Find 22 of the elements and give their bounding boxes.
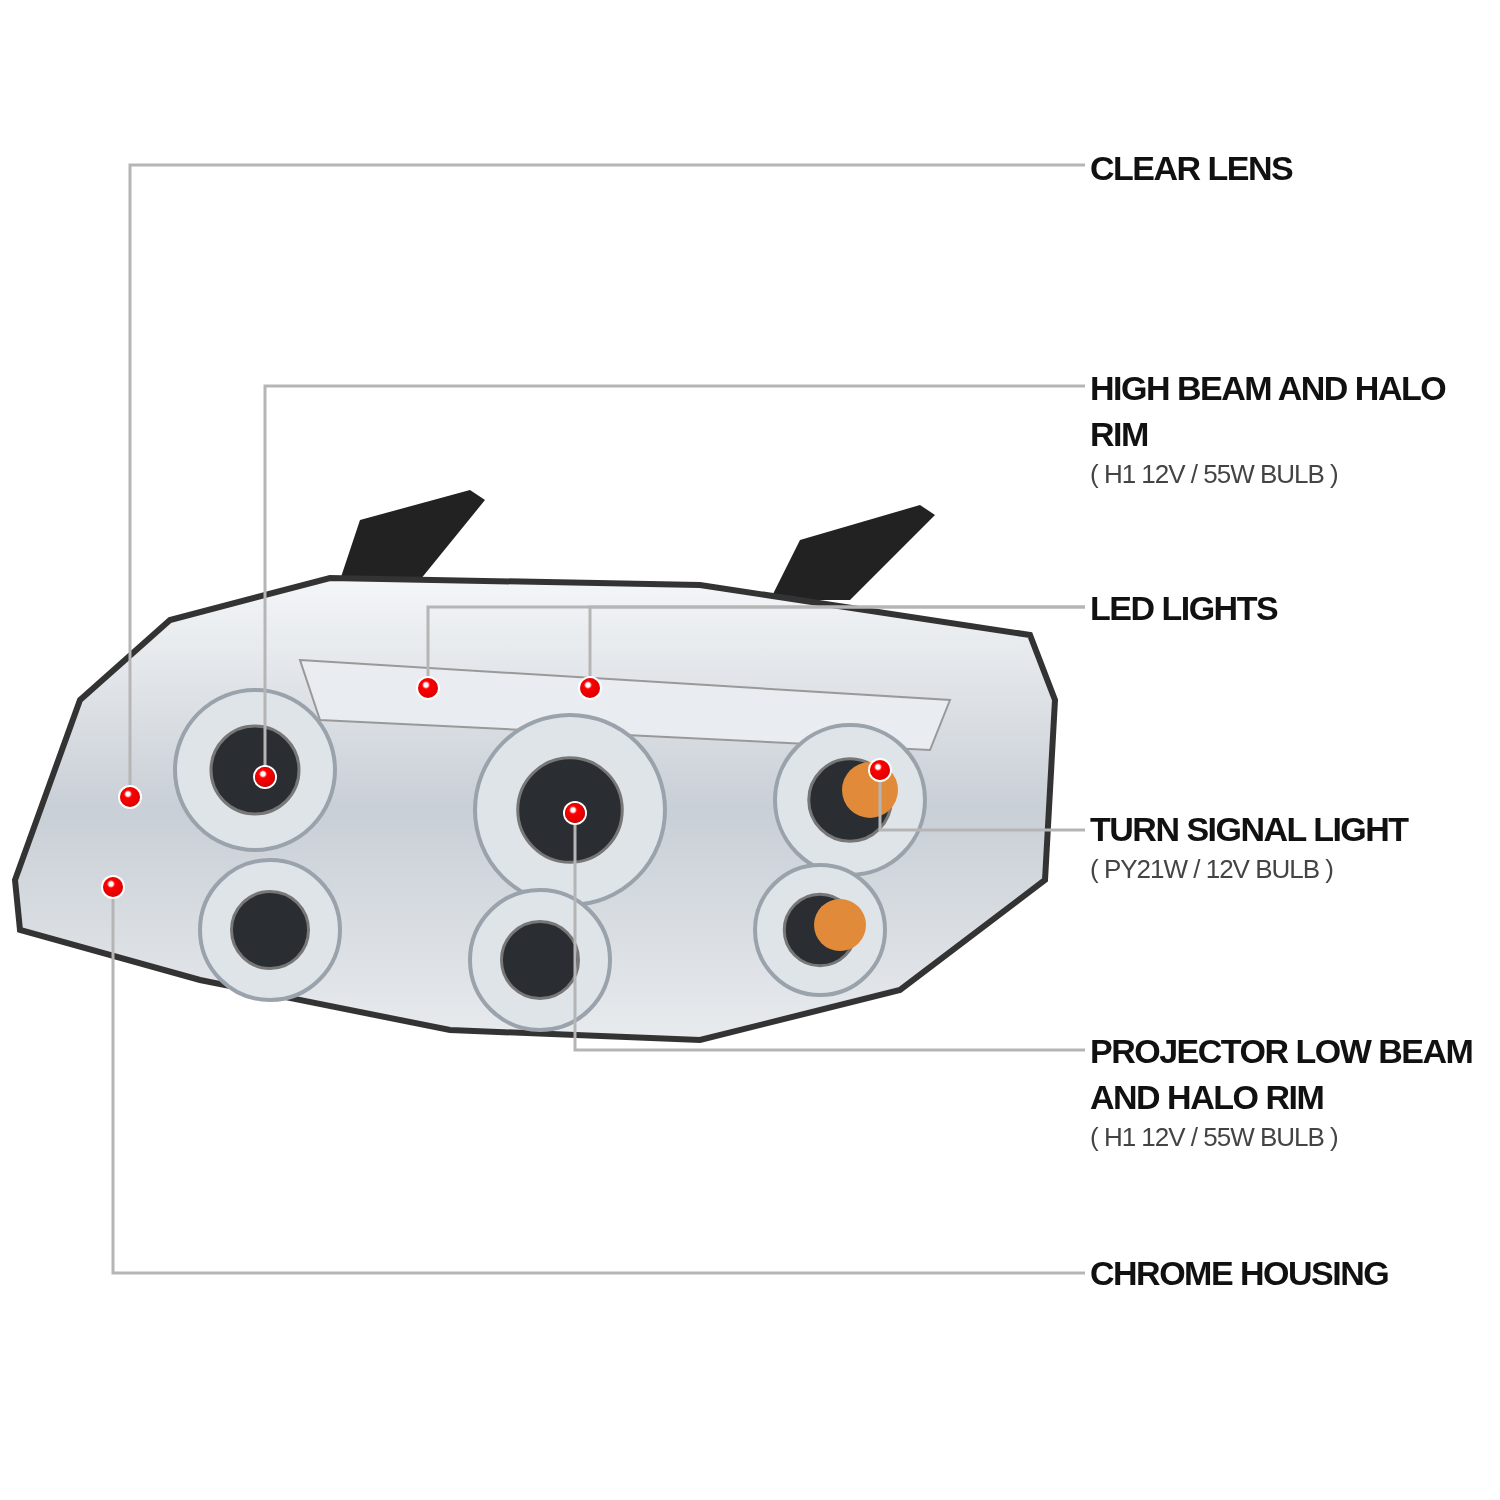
callout-dot — [120, 787, 140, 807]
callout-label: PROJECTOR LOW BEAM AND HALO RIM — [1090, 1031, 1474, 1118]
callout-label: HIGH BEAM AND HALO RIM — [1090, 368, 1447, 455]
callout-label: CHROME HOUSING — [1090, 1253, 1390, 1294]
leader-line — [573, 823, 1085, 1052]
bulb-spec: ( H1 12V / 55W BULB ) — [1090, 1121, 1339, 1154]
leader-line — [878, 780, 1085, 832]
bulb-spec: ( H1 12V / 55W BULB ) — [1090, 458, 1339, 491]
leader-line — [111, 897, 1085, 1275]
callout-dot — [418, 678, 438, 698]
callout-dot — [565, 803, 585, 823]
leader-line — [588, 605, 1085, 678]
callout-dot — [580, 678, 600, 698]
callout-label: TURN SIGNAL LIGHT — [1090, 809, 1410, 850]
callout-dot — [870, 760, 890, 780]
bulb-spec: ( PY21W / 12V BULB ) — [1090, 853, 1334, 886]
callout-label: LED LIGHTS — [1090, 588, 1279, 629]
callout-dot — [255, 767, 275, 787]
leader-line — [263, 384, 1085, 767]
leader-line — [128, 163, 1085, 787]
callout-label: CLEAR LENS — [1090, 148, 1294, 189]
callout-dot — [103, 877, 123, 897]
